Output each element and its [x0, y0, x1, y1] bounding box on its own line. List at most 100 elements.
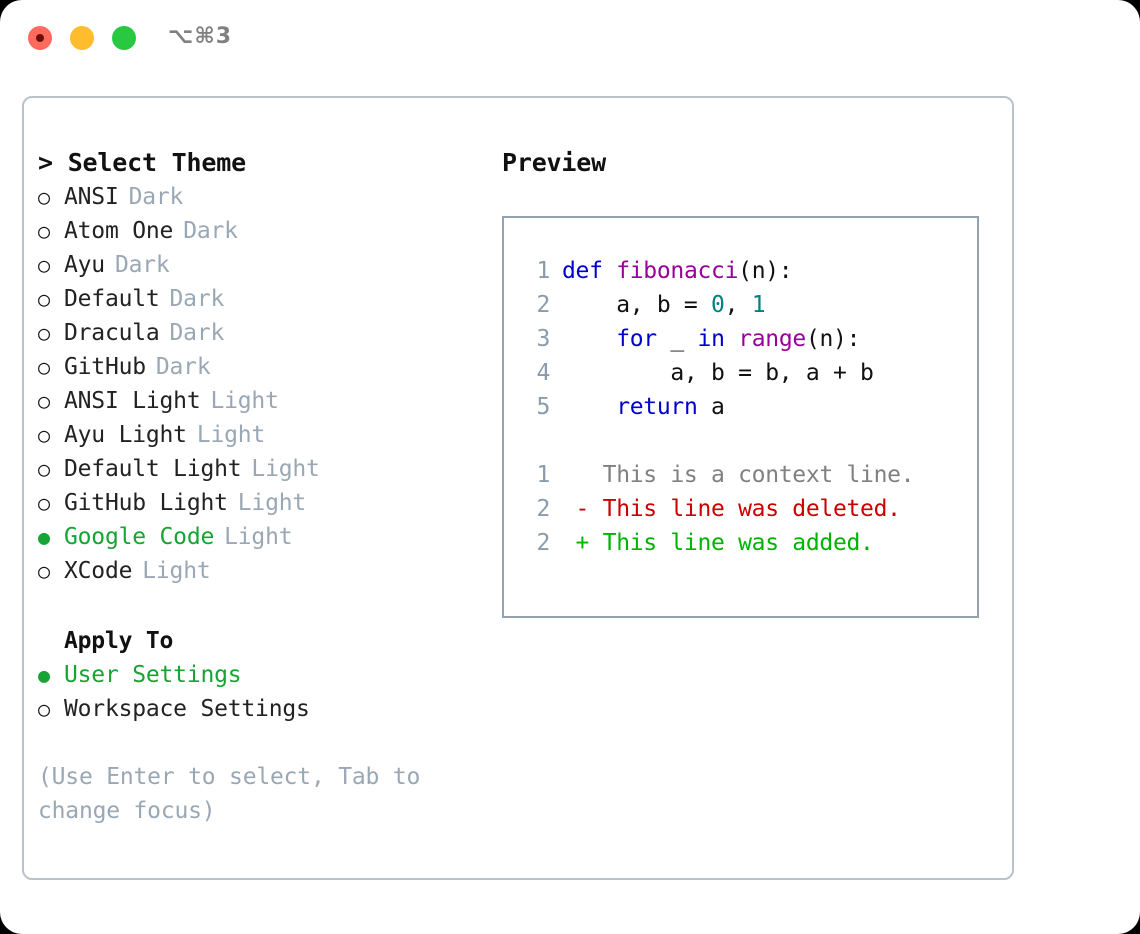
code-text: return a [562, 390, 725, 424]
code-line: 4 a, b = b, a + b [516, 356, 977, 390]
minimize-window-button[interactable] [70, 26, 94, 50]
token-pln [562, 394, 616, 420]
theme-option-label: ANSI [64, 184, 119, 210]
token-kw: for [616, 326, 657, 352]
radio-unselected-icon: ○ [38, 287, 50, 311]
preview-heading: Preview [502, 148, 606, 177]
theme-option-label: GitHub [64, 354, 146, 380]
theme-option-8[interactable]: ○ Default Light Light [38, 452, 488, 486]
token-del: - This line was deleted. [562, 496, 901, 522]
theme-option-0[interactable]: ○ ANSI Dark [38, 180, 488, 214]
radio-unselected-icon: ○ [38, 697, 50, 721]
theme-option-label: Atom One [64, 218, 174, 244]
theme-option-label: Ayu Light [64, 422, 187, 448]
radio-selected-icon: ● [38, 663, 50, 687]
code-text: + This line was added. [562, 526, 874, 560]
token-pln: _ [656, 326, 698, 352]
line-number: 2 [536, 292, 550, 318]
theme-option-3[interactable]: ○ Default Dark [38, 282, 488, 316]
radio-unselected-icon: ○ [38, 355, 50, 379]
keyboard-hint-text: (Use Enter to select, Tab to change focu… [38, 764, 421, 824]
token-pln: a [697, 394, 725, 420]
diff-line: 1 This is a context line. [516, 458, 977, 492]
theme-option-label: Default [64, 286, 160, 312]
radio-unselected-icon: ○ [38, 457, 50, 481]
code-line: 5 return a [516, 390, 977, 424]
code-text: a, b = b, a + b [562, 356, 874, 390]
theme-option-9[interactable]: ○ GitHub Light Light [38, 486, 488, 520]
token-pln: , [724, 292, 752, 318]
theme-category-label: Light [142, 558, 211, 584]
token-pln: a, b = b, a + b [562, 360, 874, 386]
apply-option-label: User Settings [64, 662, 242, 688]
maximize-window-button[interactable] [112, 26, 136, 50]
apply-option-0[interactable]: ● User Settings [38, 658, 488, 692]
code-line: 1 def fibonacci(n): [516, 254, 977, 288]
theme-category-label: Light [224, 524, 293, 550]
hint-spacer [38, 726, 488, 760]
token-kw: def [562, 258, 617, 284]
diff-sample: 1 This is a context line.2 - This line w… [516, 458, 977, 560]
diff-line: 2 - This line was deleted. [516, 492, 977, 526]
theme-category-label: Dark [114, 252, 170, 278]
line-number: 1 [536, 258, 550, 284]
code-line: 2 a, b = 0, 1 [516, 288, 977, 322]
line-number: 2 [536, 496, 550, 522]
token-kw: return [616, 394, 698, 420]
theme-option-label: Default Light [64, 456, 242, 482]
apply-option-1[interactable]: ○Workspace Settings [38, 692, 488, 726]
theme-option-10[interactable]: ● Google Code Light [38, 520, 488, 554]
close-window-button[interactable] [28, 26, 52, 50]
line-number: 5 [536, 394, 550, 420]
token-kw: in [697, 326, 725, 352]
token-add: + This line was added. [562, 530, 874, 556]
theme-category-label: Light [251, 456, 320, 482]
select-theme-heading: > Select Theme [38, 148, 246, 177]
line-number: 4 [536, 360, 550, 386]
token-num: 1 [751, 292, 766, 318]
code-text: def fibonacci(n): [562, 254, 793, 288]
theme-category-label: Light [196, 422, 266, 448]
radio-unselected-icon: ○ [38, 219, 50, 243]
token-pln: a, b = [562, 292, 712, 318]
radio-unselected-icon: ○ [38, 491, 50, 515]
apply-to-list[interactable]: ● User Settings ○Workspace Settings [38, 658, 488, 726]
window-titlebar: ⌥⌘3 [0, 0, 1140, 76]
radio-unselected-icon: ○ [38, 185, 50, 209]
theme-option-label: Google Code [64, 524, 215, 550]
code-text: - This line was deleted. [562, 492, 901, 526]
diff-line: 2 + This line was added. [516, 526, 977, 560]
token-fn: fibonacci [616, 258, 739, 284]
theme-option-label: Ayu [64, 252, 105, 278]
code-text: a, b = 0, 1 [562, 288, 765, 322]
code-line: 3 for _ in range(n): [516, 322, 977, 356]
theme-category-label: Light [237, 490, 307, 516]
theme-category-label: Dark [169, 286, 225, 312]
token-pln [562, 326, 616, 352]
theme-option-label: GitHub Light [64, 490, 228, 516]
token-pln [725, 326, 739, 352]
theme-option-label: XCode [64, 558, 133, 584]
theme-category-label: Light [210, 388, 279, 414]
list-spacer [38, 588, 488, 624]
theme-category-label: Dark [183, 218, 238, 244]
code-text: for _ in range(n): [562, 322, 860, 356]
theme-category-label: Dark [128, 184, 184, 210]
line-number: 1 [536, 462, 550, 488]
theme-category-label: Dark [169, 320, 225, 346]
theme-category-label: Dark [155, 354, 211, 380]
theme-option-5[interactable]: ○ GitHub Dark [38, 350, 488, 384]
radio-selected-icon: ● [38, 525, 50, 549]
theme-option-1[interactable]: ○ Atom One Dark [38, 214, 488, 248]
line-number: 3 [536, 326, 550, 352]
